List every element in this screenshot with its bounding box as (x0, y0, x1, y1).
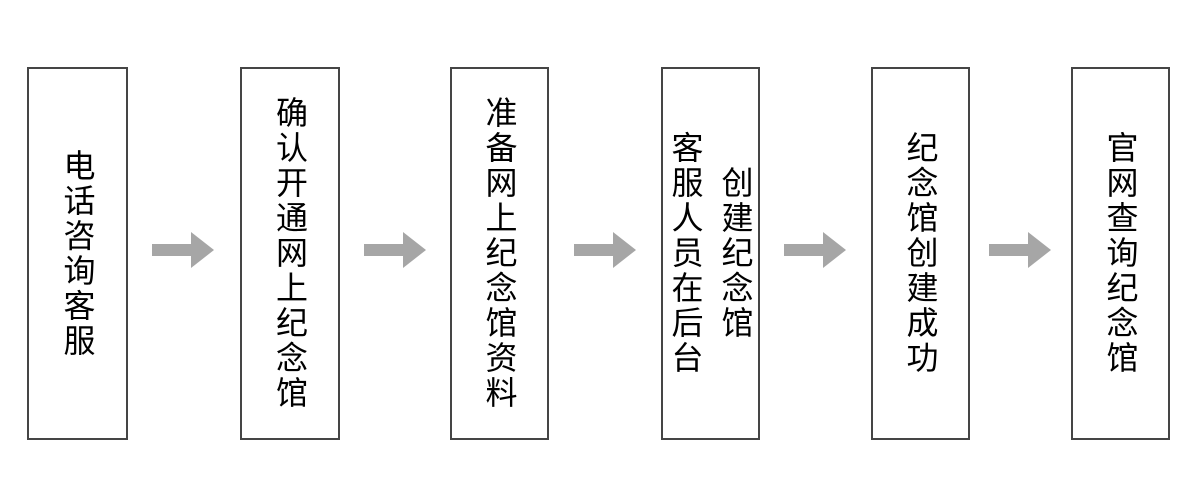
flow-step-box-1: 电话咨询客服 (27, 67, 128, 440)
flow-step-box-3: 准备网上纪念馆资料 (450, 67, 549, 440)
flow-step-label-6: 官网查询纪念馆 (1102, 131, 1139, 376)
flow-step-box-5: 纪念馆创建成功 (871, 67, 970, 440)
flow-step-label-4: 客服人员在后台 创建纪念馆 (667, 131, 754, 376)
flow-step-box-6: 官网查询纪念馆 (1071, 67, 1170, 440)
arrow-right-icon (364, 232, 426, 268)
flow-step-box-2: 确认开通网上纪念馆 (240, 67, 340, 440)
flow-step-label-5: 纪念馆创建成功 (902, 131, 939, 376)
arrow-right-icon (152, 232, 214, 268)
flow-step-label-3: 准备网上纪念馆资料 (481, 96, 518, 411)
flow-step-label-2: 确认开通网上纪念馆 (272, 96, 308, 411)
flow-step-box-4: 客服人员在后台 创建纪念馆 (661, 67, 760, 440)
arrow-right-icon (989, 232, 1051, 268)
flow-step-label-1: 电话咨询客服 (59, 148, 96, 359)
arrow-right-icon (784, 232, 846, 268)
arrow-right-icon (574, 232, 636, 268)
